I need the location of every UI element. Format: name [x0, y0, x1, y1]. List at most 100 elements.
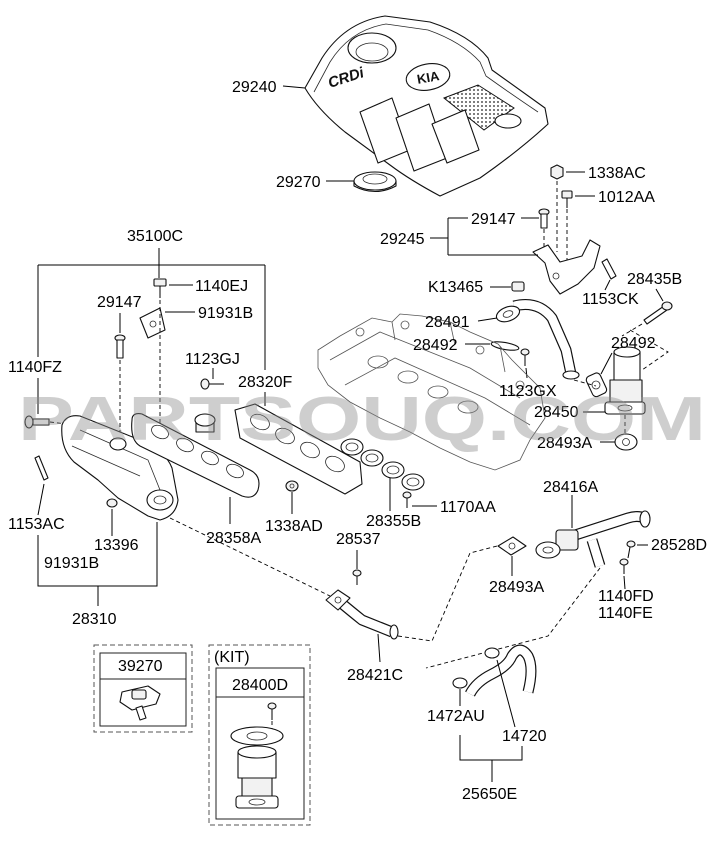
pipe-flange: [325, 589, 351, 611]
callout-14720[interactable]: 14720: [502, 728, 547, 745]
dash-manifold-to-pipe: [169, 517, 331, 597]
callout-k13465[interactable]: K13465: [428, 279, 483, 296]
cooler-flange-hole: [542, 546, 554, 554]
callout-28492-center[interactable]: 28492: [413, 337, 458, 354]
bolt-head: [352, 569, 362, 577]
seal-top: [353, 171, 397, 191]
manifold-contour: [71, 429, 165, 501]
manifold-boss: [109, 437, 127, 451]
pipe-28421c-drawing: [325, 589, 399, 640]
callout-28450[interactable]: 28450: [534, 404, 579, 421]
clamp-k13465-drawing: [511, 281, 525, 292]
leader-1123gx: [525, 367, 528, 379]
callout-28320f[interactable]: 28320F: [238, 374, 292, 391]
callout-91931b-top[interactable]: 91931B: [198, 305, 253, 322]
gasket-port-1: [151, 424, 169, 440]
bolt-1123gj-drawing: [200, 378, 224, 390]
cylinder-port-3: [427, 385, 449, 399]
cover-seal-drawing: [353, 171, 397, 193]
leader-14720: [496, 659, 516, 728]
gasket-28492-center-drawing: [490, 341, 520, 351]
egr-valve-28450-drawing: [604, 346, 646, 415]
pipe-end: [389, 624, 399, 640]
callout-1123gx[interactable]: 1123GX: [499, 383, 557, 400]
manifold-28320f-drawing: [234, 403, 363, 495]
bolt-1170aa-drawing: [402, 491, 412, 508]
bolt-28435b-drawing: [643, 301, 673, 325]
callout-29270[interactable]: 29270: [276, 174, 321, 191]
callout-1153ac[interactable]: 1153AC: [8, 516, 65, 533]
hose-clamp-2: [484, 647, 500, 659]
callout-28491[interactable]: 28491: [425, 314, 470, 331]
exhaust-gasket-4: [401, 473, 425, 491]
head-bolt-1: [355, 327, 365, 337]
callout-29245[interactable]: 29245: [380, 231, 425, 248]
kit-box-inner: [215, 667, 305, 820]
callout-1123gj[interactable]: 1123GJ: [185, 351, 240, 368]
stud-body: [34, 455, 49, 481]
plug-top: [106, 498, 118, 508]
callout-28435b[interactable]: 28435B: [627, 271, 682, 288]
callout-28493a-right[interactable]: 28493A: [537, 435, 592, 452]
callout-29147-top[interactable]: 29147: [471, 211, 516, 228]
callout-28493a-center[interactable]: 28493A: [489, 579, 544, 596]
dash-cooler-to-hose: [425, 567, 601, 669]
callout-28355b[interactable]: 28355B: [366, 513, 421, 530]
leader-29240: [282, 85, 306, 89]
egr-adapter-drawing: [194, 413, 216, 433]
callout-28421c[interactable]: 28421C: [347, 667, 403, 684]
gasket-hole: [508, 542, 516, 550]
callout-1338ad[interactable]: 1338AD: [265, 518, 323, 535]
pipe-28491-drawing: [495, 299, 580, 380]
callout-28400d[interactable]: 28400D: [232, 677, 288, 694]
cover-right-boss: [494, 113, 522, 129]
leader-28491: [477, 317, 498, 322]
pipe-flange-hole: [502, 310, 514, 318]
head-bolt-4: [515, 380, 525, 390]
dash-pipe-to-valve: [573, 379, 597, 387]
callout-1140fd[interactable]: 1140FD: [598, 588, 654, 605]
gasket-hole: [591, 380, 601, 390]
bolt-28528d-drawing: [626, 540, 636, 559]
callout-29240[interactable]: 29240: [232, 79, 277, 96]
valve-kit-28400d-box: [208, 644, 311, 826]
callout-1140fz[interactable]: 1140FZ: [8, 359, 62, 376]
callout-1140fe[interactable]: 1140FE: [598, 605, 653, 622]
callout-39270[interactable]: 39270: [118, 658, 163, 675]
nut-body: [285, 480, 299, 492]
bracket-line-28310: [37, 522, 158, 606]
callout-28492-right[interactable]: 28492: [611, 335, 656, 352]
callout-28528d[interactable]: 28528D: [651, 537, 707, 554]
callout-1338ac[interactable]: 1338AC: [588, 165, 646, 182]
callout-1472au[interactable]: 1472AU: [427, 708, 485, 725]
manifold-outlet-flange: [146, 489, 174, 511]
callout-1153ck[interactable]: 1153CK: [582, 291, 639, 308]
callout-28537[interactable]: 28537: [336, 531, 381, 548]
stud-29147-top-drawing: [538, 208, 550, 229]
callout-28416a[interactable]: 28416A: [543, 479, 598, 496]
callout-1140ej[interactable]: 1140EJ: [195, 278, 248, 295]
kit-gasket-hole: [246, 731, 268, 741]
sensor-connector: [131, 689, 147, 700]
leader-1153ac: [37, 483, 45, 516]
stud-body: [540, 213, 548, 229]
callout-13396[interactable]: 13396: [94, 537, 139, 554]
callout-91931b-bottom[interactable]: 91931B: [44, 555, 99, 572]
hose-inner: [466, 645, 536, 697]
bracket-line-35100c: [37, 248, 266, 370]
manifold-body: [234, 403, 363, 495]
callout-29147-left[interactable]: 29147: [97, 294, 142, 311]
callout-35100c[interactable]: 35100C: [127, 228, 183, 245]
manifold-port-1: [250, 413, 270, 431]
callout-28310[interactable]: 28310: [72, 611, 117, 628]
bracket-plate: [139, 307, 166, 339]
callout-1170aa[interactable]: 1170AA: [440, 499, 496, 516]
callout-25650e[interactable]: 25650E: [462, 786, 517, 803]
hex-nut-icon: [550, 164, 564, 180]
kit-tag: (KIT): [214, 649, 250, 666]
callout-1012aa[interactable]: 1012AA: [598, 189, 655, 206]
bolt-shank: [627, 546, 631, 559]
callout-28358a[interactable]: 28358A: [206, 530, 261, 547]
leader-28492-right: [600, 352, 613, 375]
